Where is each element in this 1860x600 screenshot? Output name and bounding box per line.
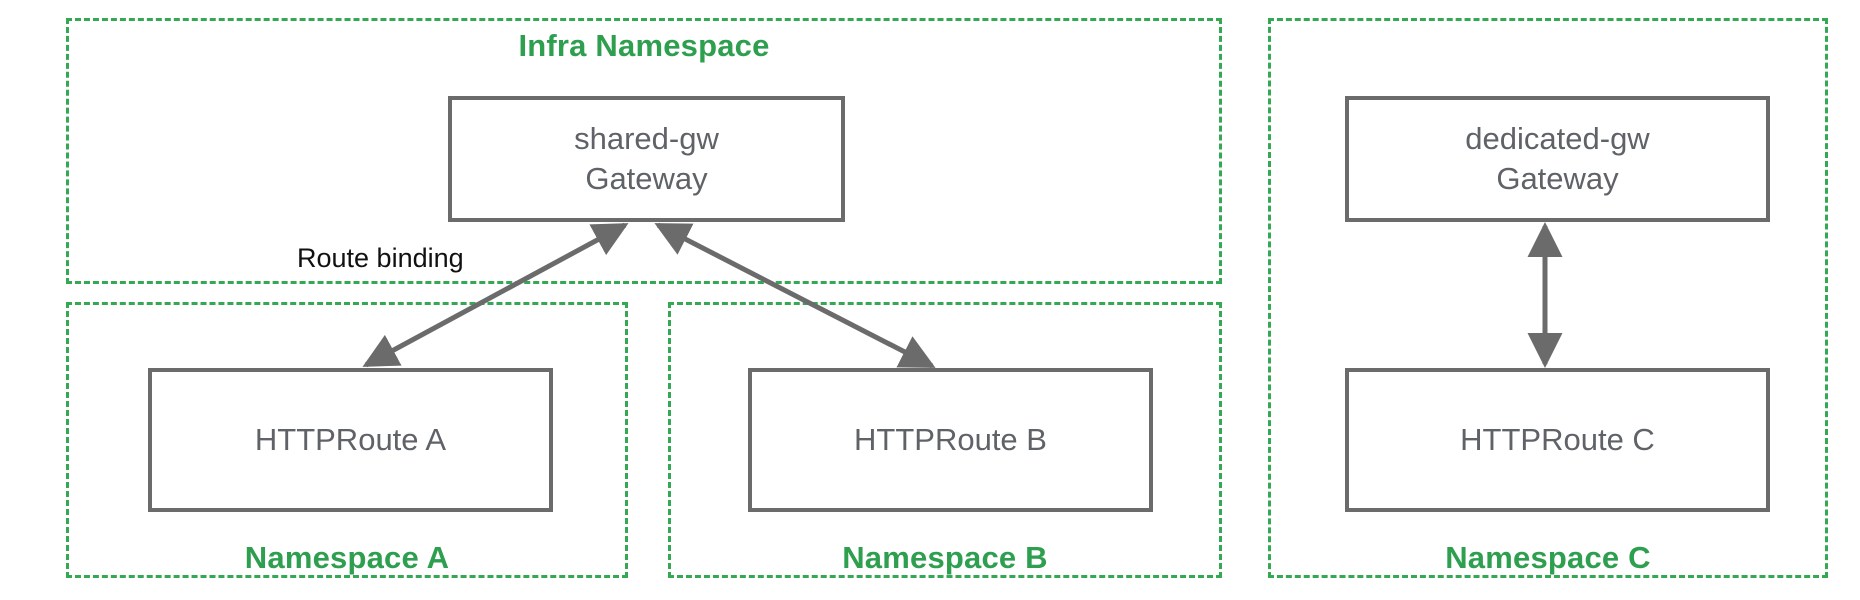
namespace-label-infra: Infra Namespace bbox=[518, 28, 770, 63]
node-dedicated-gw-line2: Gateway bbox=[1496, 161, 1619, 196]
node-dedicated-gw-line1: dedicated-gw bbox=[1465, 121, 1650, 157]
node-httproute-b-label: HTTPRoute B bbox=[854, 422, 1047, 458]
node-shared-gw[interactable]: shared-gw Gateway bbox=[448, 96, 845, 222]
node-shared-gw-line2: Gateway bbox=[585, 161, 708, 196]
namespace-box-c bbox=[1268, 18, 1828, 578]
node-httproute-a-label: HTTPRoute A bbox=[254, 422, 447, 458]
namespace-label-c: Namespace C bbox=[1445, 540, 1651, 575]
node-shared-gw-line1: shared-gw bbox=[574, 121, 719, 157]
namespace-box-b bbox=[668, 302, 1222, 578]
edge-label-route-binding: Route binding bbox=[297, 243, 464, 273]
namespace-box-a bbox=[66, 302, 628, 578]
node-httproute-a[interactable]: HTTPRoute A bbox=[148, 368, 553, 512]
namespace-box-infra bbox=[66, 18, 1222, 284]
namespace-label-b: Namespace B bbox=[842, 540, 1048, 575]
node-httproute-c-label: HTTPRoute C bbox=[1460, 422, 1655, 458]
node-httproute-b[interactable]: HTTPRoute B bbox=[748, 368, 1153, 512]
node-dedicated-gw[interactable]: dedicated-gw Gateway bbox=[1345, 96, 1770, 222]
node-httproute-c[interactable]: HTTPRoute C bbox=[1345, 368, 1770, 512]
namespace-label-a: Namespace A bbox=[244, 540, 450, 575]
